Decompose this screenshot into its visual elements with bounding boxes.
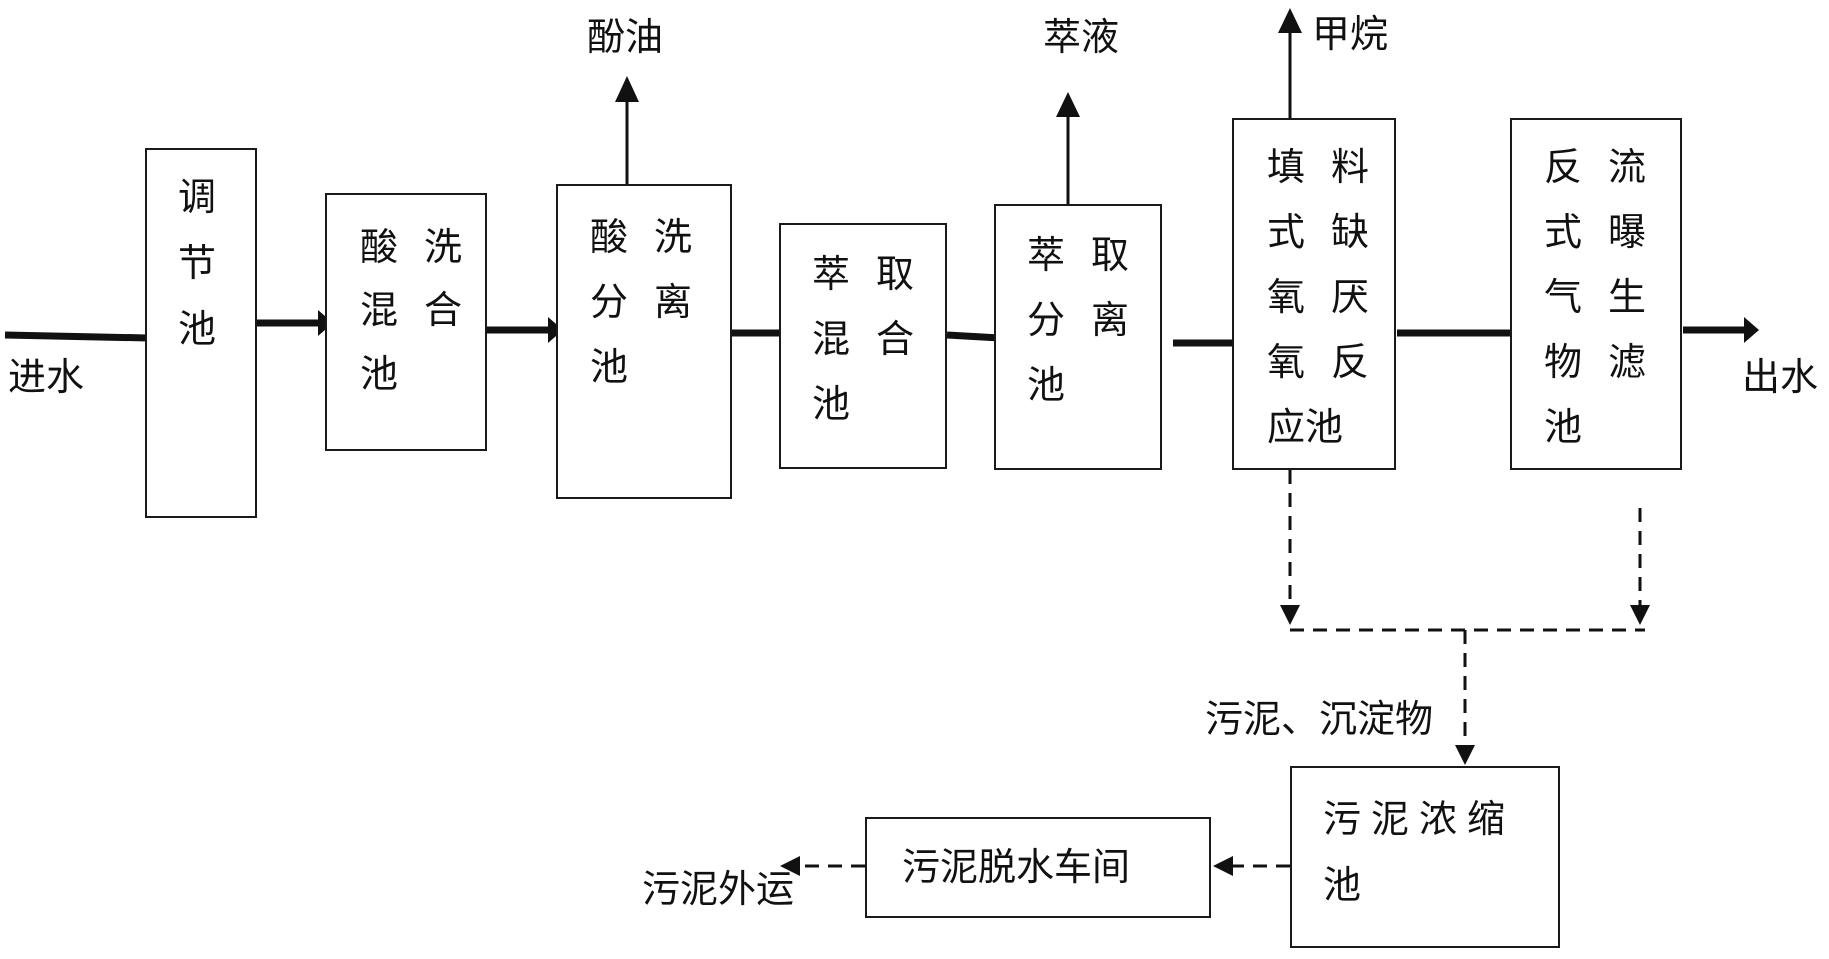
extraction-separation-box [994, 204, 1162, 470]
regulating-tank-char-3: 池 [178, 307, 217, 351]
extraction-separation-line-3: 池 [1027, 363, 1066, 407]
extraction-separation-line-1: 萃取 [1027, 233, 1156, 277]
inlet-arrow [4, 331, 149, 342]
sludge-thickener-line-2: 池 [1323, 863, 1362, 907]
biofilter-line-5: 池 [1544, 405, 1583, 449]
outlet-label: 出水 [1742, 355, 1819, 399]
sludge-arrowheads [780, 605, 1650, 876]
extraction-mixing-line-3: 池 [812, 382, 851, 426]
inlet-label: 进水 [8, 355, 85, 399]
acid-wash-mixing-box [325, 193, 487, 451]
sludge-thickener-box [1290, 766, 1560, 948]
biofilter-line-2: 式曝 [1544, 210, 1673, 254]
sludge-dashed-lines [800, 470, 1645, 868]
sludge-dewatering-label: 污泥脱水车间 [902, 845, 1131, 889]
dewatering-to-out-arrowhead [780, 856, 800, 876]
biofilter-line-4: 物滤 [1544, 340, 1673, 384]
regulating-tank-box [145, 148, 257, 518]
regulating-tank-char-2: 节 [178, 241, 217, 285]
extraction-mixing-line-1: 萃取 [812, 252, 941, 296]
methane-arrowhead [1278, 8, 1302, 33]
acid-wash-mixing-line-3: 池 [360, 352, 399, 396]
phenol-oil-label: 酚油 [587, 15, 664, 59]
extraction-mixing-box [779, 223, 947, 469]
byproduct-arrowheads [615, 8, 1302, 117]
acid-wash-mixing-line-2: 混合 [360, 288, 489, 332]
anaerobic-reactor-box [1232, 118, 1396, 470]
extraction-separation-line-2: 分离 [1027, 298, 1156, 342]
flow-arrowhead-2 [548, 317, 563, 343]
acid-wash-separation-line-2: 分离 [590, 280, 719, 324]
acid-wash-separation-box [556, 184, 732, 499]
sludge-out-label: 污泥外运 [642, 867, 795, 911]
acid-wash-mixing-line-1: 酸洗 [360, 225, 489, 269]
acid-wash-separation-line-3: 池 [590, 345, 629, 389]
anaerobic-reactor-line-3: 氧厌 [1267, 275, 1396, 319]
extract-liquid-label: 萃液 [1043, 15, 1120, 59]
extract-liquid-arrowhead [1056, 92, 1080, 117]
sludge-to-thickener-arrowhead [1455, 745, 1475, 765]
sludge-drop-left-arrowhead [1280, 605, 1300, 625]
anaerobic-reactor-line-1: 填料 [1267, 145, 1396, 189]
anaerobic-reactor-line-5: 应池 [1267, 405, 1344, 449]
flow-arrow-4 [946, 331, 1001, 342]
sludge-sediment-label: 污泥、沉淀物 [1205, 697, 1434, 741]
anaerobic-reactor-line-4: 氧反 [1267, 340, 1396, 384]
biofilter-box [1510, 118, 1682, 470]
acid-wash-separation-line-1: 酸洗 [590, 215, 719, 259]
byproduct-arrows [625, 30, 1292, 204]
thickener-to-dewatering-arrowhead [1213, 856, 1233, 876]
regulating-tank-char-1: 调 [178, 175, 217, 219]
main-flow-arrows [4, 319, 1744, 347]
methane-label: 甲烷 [1312, 12, 1389, 56]
biofilter-line-1: 反流 [1544, 145, 1673, 189]
anaerobic-reactor-line-2: 式缺 [1267, 210, 1396, 254]
phenol-oil-arrowhead [615, 76, 639, 102]
sludge-drop-right-arrowhead [1630, 605, 1650, 625]
sludge-thickener-line-1: 污泥浓缩 [1323, 797, 1516, 841]
extraction-mixing-line-2: 混合 [812, 317, 941, 361]
outlet-arrowhead [1744, 317, 1759, 343]
sludge-dewatering-box [865, 817, 1211, 918]
biofilter-line-3: 气生 [1544, 275, 1673, 319]
